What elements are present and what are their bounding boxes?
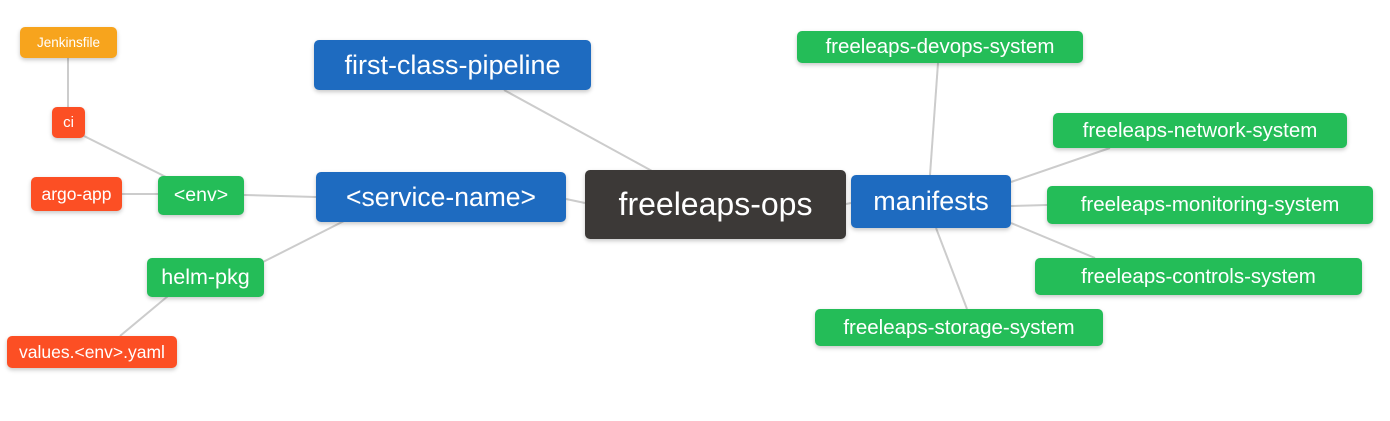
node-env[interactable]: <env> <box>158 176 244 215</box>
node-service-name[interactable]: <service-name> <box>316 172 566 222</box>
node-manifests[interactable]: manifests <box>851 175 1011 228</box>
node-freeleaps-network-system[interactable]: freeleaps-network-system <box>1053 113 1347 148</box>
node-helm-pkg[interactable]: helm-pkg <box>147 258 264 297</box>
node-argo-app[interactable]: argo-app <box>31 177 122 211</box>
node-freeleaps-controls-system[interactable]: freeleaps-controls-system <box>1035 258 1362 295</box>
node-jenkinsfile[interactable]: Jenkinsfile <box>20 27 117 58</box>
node-freeleaps-devops-system[interactable]: freeleaps-devops-system <box>797 31 1083 63</box>
node-first-class-pipeline[interactable]: first-class-pipeline <box>314 40 591 90</box>
node-ci[interactable]: ci <box>52 107 85 138</box>
node-freeleaps-storage-system[interactable]: freeleaps-storage-system <box>815 309 1103 346</box>
node-freeleaps-monitoring-system[interactable]: freeleaps-monitoring-system <box>1047 186 1373 224</box>
node-freeleaps-ops[interactable]: freeleaps-ops <box>585 170 846 239</box>
node-values-env-yaml[interactable]: values.<env>.yaml <box>7 336 177 368</box>
